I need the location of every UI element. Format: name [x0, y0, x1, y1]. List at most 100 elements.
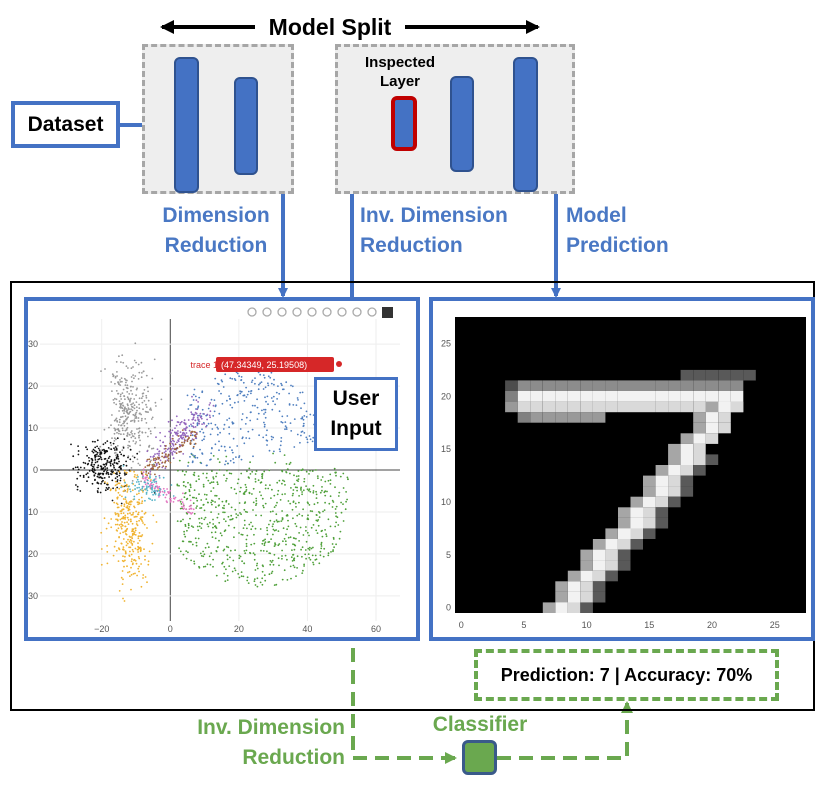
scatter-point — [116, 530, 119, 532]
scatter-point — [199, 416, 202, 418]
scatter-point — [294, 544, 297, 547]
scatter-point — [259, 373, 262, 376]
scatter-point — [134, 417, 137, 419]
digit-pixel — [668, 486, 681, 497]
pan-icon[interactable] — [277, 307, 287, 317]
zoom-out-icon[interactable] — [337, 307, 347, 317]
digit-pixel — [630, 496, 643, 508]
scatter-point — [305, 526, 307, 528]
scatter-point — [216, 426, 219, 429]
scatter-point — [126, 391, 129, 393]
inspected-layer-block[interactable] — [391, 96, 417, 151]
scatter-point — [260, 514, 263, 517]
scatter-point — [241, 418, 243, 421]
scatter-point — [182, 444, 185, 446]
scatter-point — [297, 480, 299, 482]
scatter-point — [130, 436, 133, 439]
scatter-point — [212, 476, 215, 478]
autoscale-icon[interactable] — [352, 307, 362, 317]
scatter-point — [102, 443, 105, 446]
zoom-in-icon[interactable] — [322, 307, 332, 317]
scatter-point — [190, 507, 193, 510]
scatter-point — [221, 500, 224, 503]
scatter-point — [121, 524, 124, 527]
scatter-point — [156, 490, 159, 493]
scatter-point — [122, 538, 125, 540]
scatter-point — [157, 461, 160, 464]
scatter-point — [296, 397, 299, 399]
scatter-point — [322, 555, 325, 558]
zoom-icon[interactable] — [262, 307, 272, 317]
scatter-point — [281, 517, 284, 520]
scatter-point — [218, 390, 221, 392]
scatter-point — [273, 553, 276, 556]
scatter-point — [106, 440, 109, 442]
home-icon[interactable] — [367, 307, 377, 317]
x-tick-label: 10 — [582, 620, 592, 630]
scatter-point — [172, 450, 175, 453]
lasso-icon[interactable] — [307, 307, 317, 317]
scatter-point — [91, 482, 94, 485]
scatter-point — [91, 450, 94, 453]
scatter-point — [120, 433, 122, 436]
scatter-point — [312, 436, 315, 439]
dataset-node[interactable]: Dataset — [11, 101, 120, 148]
green-dashed-down — [351, 450, 457, 764]
scatter-point — [326, 490, 328, 493]
scatter-point — [105, 462, 108, 465]
plotly-logo-icon[interactable] — [382, 307, 393, 318]
scatter-point — [248, 477, 251, 479]
scatter-point — [237, 401, 240, 403]
scatter-point — [298, 540, 300, 542]
digit-pixel — [718, 422, 731, 434]
scatter-point — [307, 514, 309, 517]
scatter-point — [235, 516, 238, 519]
scatter-point — [115, 469, 118, 472]
scatter-point — [249, 411, 252, 414]
scatter-point — [119, 404, 122, 407]
scatter-point — [123, 489, 126, 492]
scatter-point — [134, 527, 137, 529]
scatter-point — [332, 550, 334, 553]
scatter-point — [240, 472, 243, 475]
digit-pixel — [542, 401, 556, 413]
scatter-point — [303, 478, 306, 480]
scatter-point — [142, 577, 144, 579]
scatter-point — [208, 414, 211, 417]
scatter-point — [97, 487, 100, 490]
scatter-point — [129, 512, 131, 515]
scatter-point — [177, 432, 179, 435]
scatter-point — [139, 535, 142, 538]
user-input-node[interactable]: User Input — [314, 377, 398, 451]
scatter-point — [111, 390, 113, 392]
scatter-point — [130, 403, 132, 406]
scatter-point — [225, 545, 228, 548]
scatter-point — [131, 435, 134, 437]
scatter-point — [139, 439, 141, 442]
scatter-point — [194, 431, 197, 434]
digit-pixel — [605, 539, 618, 550]
scatter-point — [306, 438, 309, 441]
scatter-point — [320, 541, 323, 544]
classifier-node[interactable] — [462, 740, 497, 775]
scatter-point — [232, 458, 235, 460]
scatter-point — [255, 504, 257, 506]
scatter-point — [94, 440, 96, 443]
scatter-point — [213, 410, 216, 413]
box-select-icon[interactable] — [292, 307, 302, 317]
scatter-point — [244, 552, 247, 555]
scatter-point — [110, 444, 113, 447]
scatter-point — [192, 454, 194, 457]
scatter-point — [242, 575, 245, 578]
scatter-point — [127, 538, 129, 541]
scatter-point — [153, 464, 156, 466]
scatter-point — [198, 565, 200, 568]
scatter-point — [305, 485, 307, 487]
scatter-point — [116, 371, 118, 373]
scatter-point — [144, 499, 146, 502]
y-tick-label: 20 — [441, 391, 451, 401]
camera-icon[interactable] — [247, 307, 257, 317]
scatter-point — [225, 477, 228, 480]
